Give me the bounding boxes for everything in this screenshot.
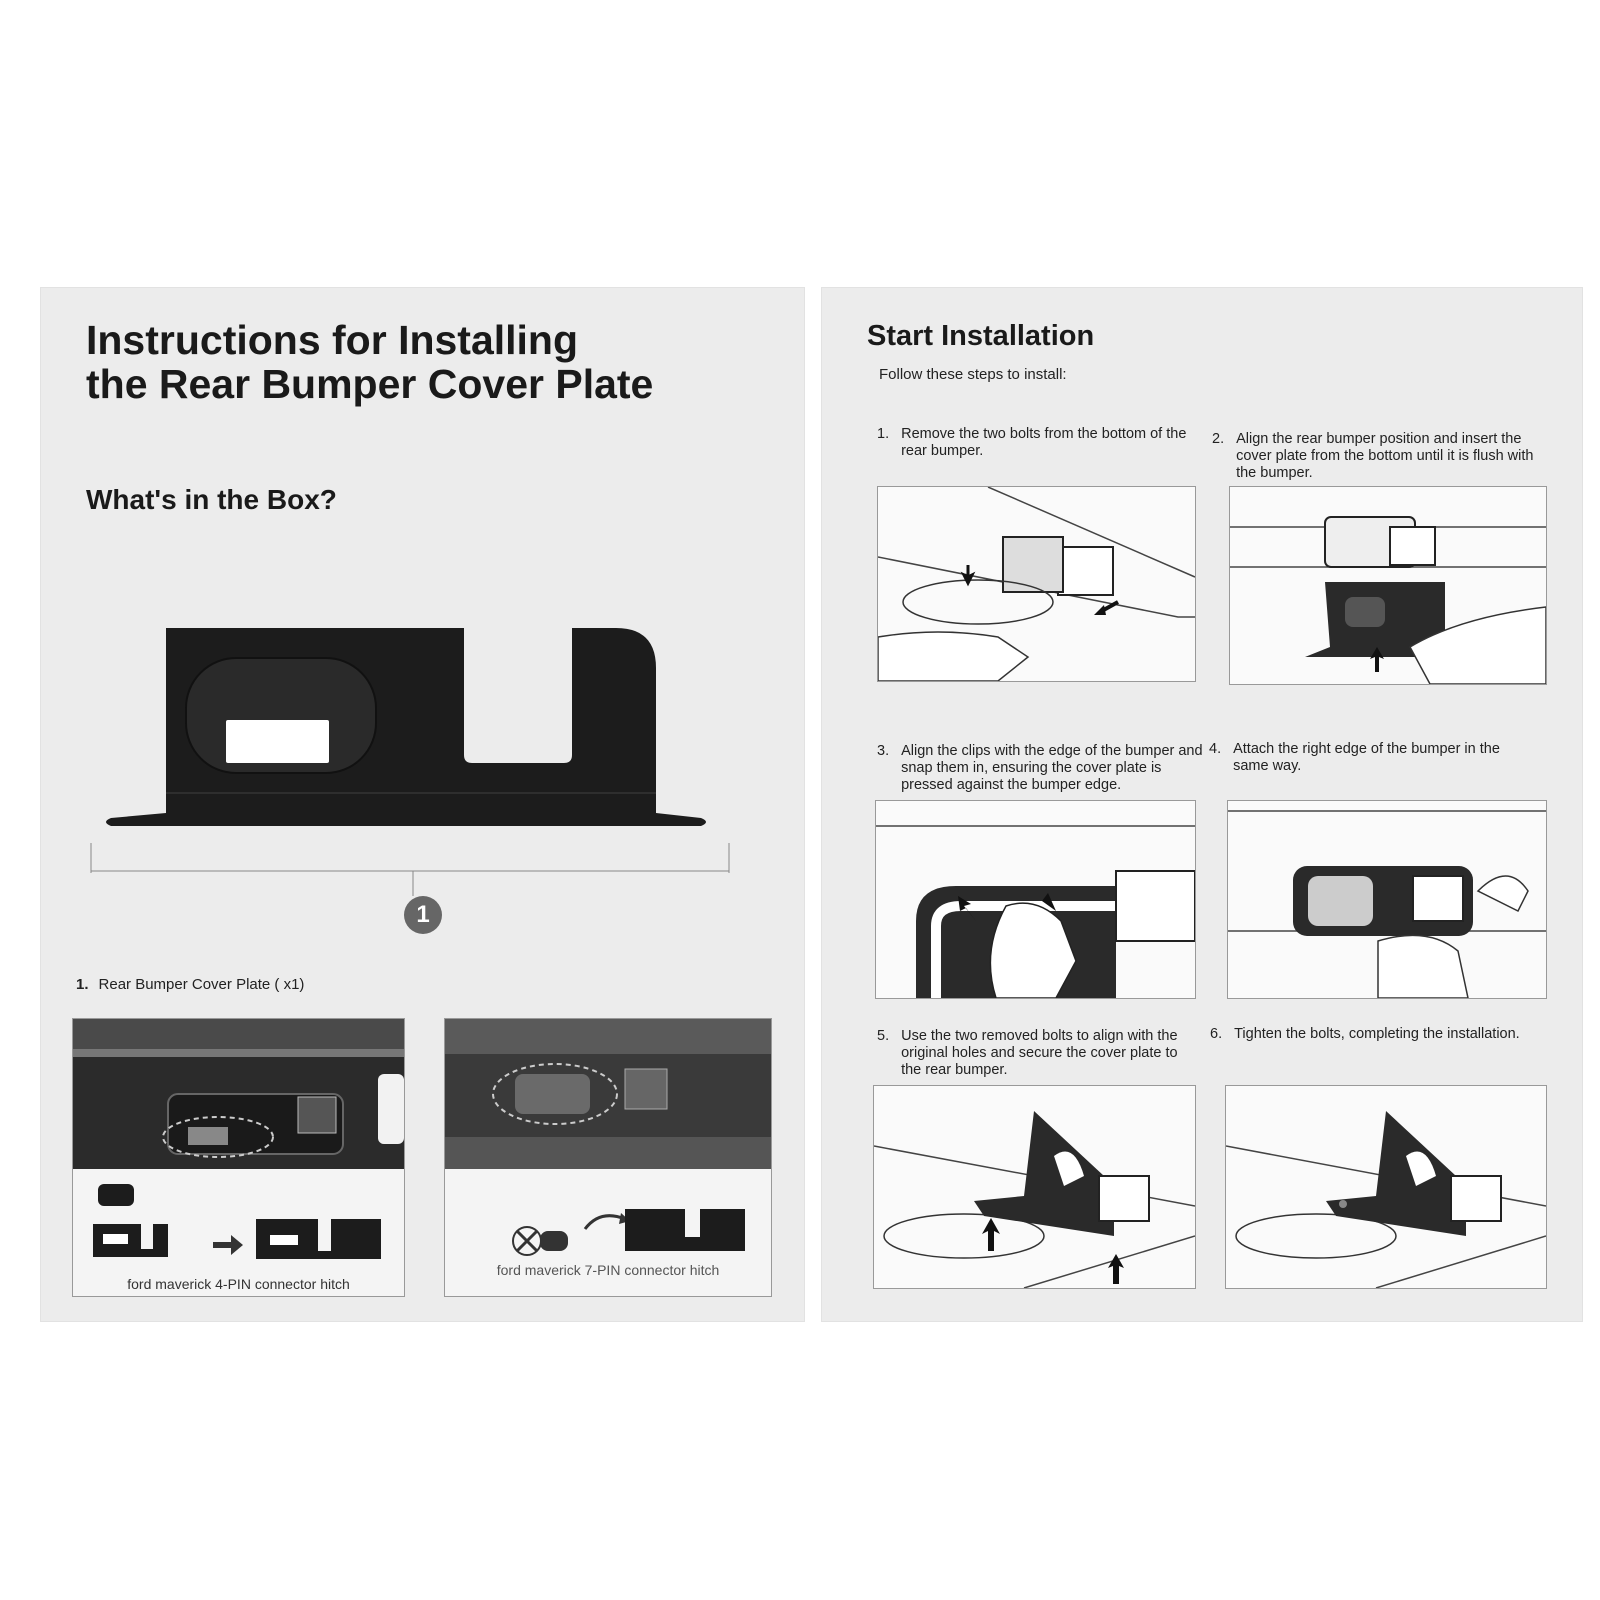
step-5-text: 5. Use the two removed bolts to align wi… <box>877 1028 1197 1079</box>
box-contents-heading: What's in the Box? <box>86 484 337 515</box>
bolt-removal-diagram <box>878 487 1195 681</box>
step-description: Attach the right edge of the bumper in t… <box>1233 741 1500 774</box>
instructions-page-right: Start Installation Follow these steps to… <box>822 288 1582 1321</box>
step-number: 2. <box>1212 431 1225 447</box>
step-number: 5. <box>877 1028 890 1044</box>
part-number-badge: 1 <box>404 896 442 934</box>
bolt-align-diagram <box>874 1111 1195 1288</box>
step-3-illustration <box>875 800 1196 999</box>
step-5-illustration <box>873 1085 1196 1289</box>
step-description: Use the two removed bolts to align with … <box>901 1028 1178 1078</box>
page-title: Instructions for Installing the Rear Bum… <box>86 318 653 406</box>
step-3-text: 3. Align the clips with the edge of the … <box>877 743 1217 794</box>
caption-7pin: ford maverick 7-PIN connector hitch <box>496 1262 720 1278</box>
photo-card-4pin: ford maverick 4-PIN connector hitch <box>72 1018 405 1297</box>
box-item: 1. Rear Bumper Cover Plate ( x1) <box>76 976 304 993</box>
box-item-label: Rear Bumper Cover Plate ( x1) <box>98 976 305 993</box>
title-line-1: Instructions for Installing <box>86 317 579 363</box>
cover-plate-illustration <box>90 628 730 896</box>
step-1-illustration <box>877 486 1196 682</box>
step-6-illustration <box>1225 1085 1547 1289</box>
box-item-number: 1. <box>76 976 89 993</box>
clip-snap-diagram <box>876 825 1195 998</box>
step-2-text: 2. Align the rear bumper position and in… <box>1212 431 1542 482</box>
step-6-text: 6. Tighten the bolts, completing the ins… <box>1210 1026 1550 1043</box>
instructions-page-left: Instructions for Installing the Rear Bum… <box>41 288 804 1321</box>
7pin-hitch-photo <box>445 1019 771 1296</box>
step-number: 6. <box>1210 1026 1223 1042</box>
step-description: Tighten the bolts, completing the instal… <box>1234 1026 1520 1042</box>
step-1-text: 1. Remove the two bolts from the bottom … <box>877 426 1197 460</box>
step-number: 4. <box>1209 741 1222 757</box>
step-number: 3. <box>877 743 890 759</box>
step-description: Remove the two bolts from the bottom of … <box>901 426 1187 459</box>
step-number: 1. <box>877 426 890 442</box>
step-4-text: 4. Attach the right edge of the bumper i… <box>1209 741 1539 775</box>
4pin-hitch-photo <box>73 1019 404 1296</box>
step-4-illustration <box>1227 800 1547 999</box>
photo-card-7pin: ford maverick 7-PIN connector hitch <box>444 1018 772 1297</box>
title-line-2: the Rear Bumper Cover Plate <box>86 361 654 407</box>
step-description: Align the clips with the edge of the bum… <box>901 743 1203 793</box>
step-2-illustration <box>1229 486 1547 685</box>
right-edge-attach-diagram <box>1228 810 1546 998</box>
plate-insert-diagram <box>1230 516 1546 684</box>
installation-title: Start Installation <box>867 320 1095 352</box>
bolt-tighten-diagram <box>1226 1111 1546 1288</box>
caption-4pin: ford maverick 4-PIN connector hitch <box>127 1276 350 1292</box>
step-description: Align the rear bumper position and inser… <box>1236 431 1534 481</box>
installation-subtitle: Follow these steps to install: <box>879 366 1067 383</box>
